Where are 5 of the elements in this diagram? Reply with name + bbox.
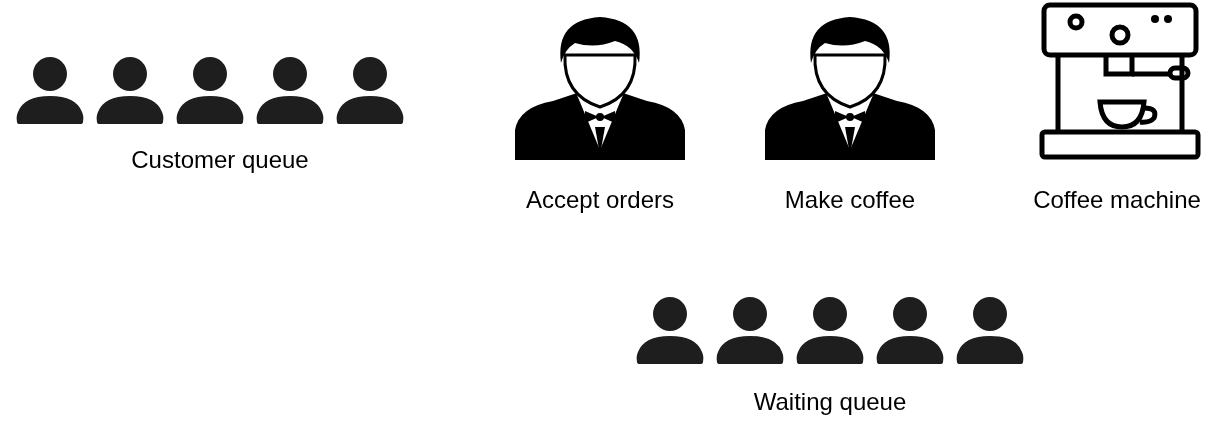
icon-label: Waiting queue: [753, 388, 907, 416]
icon-label: Make coffee: [784, 186, 916, 214]
icon-label: Accept orders: [525, 186, 675, 214]
icon-label: Coffee machine: [1033, 186, 1201, 214]
icon-label: Customer queue: [131, 146, 309, 174]
